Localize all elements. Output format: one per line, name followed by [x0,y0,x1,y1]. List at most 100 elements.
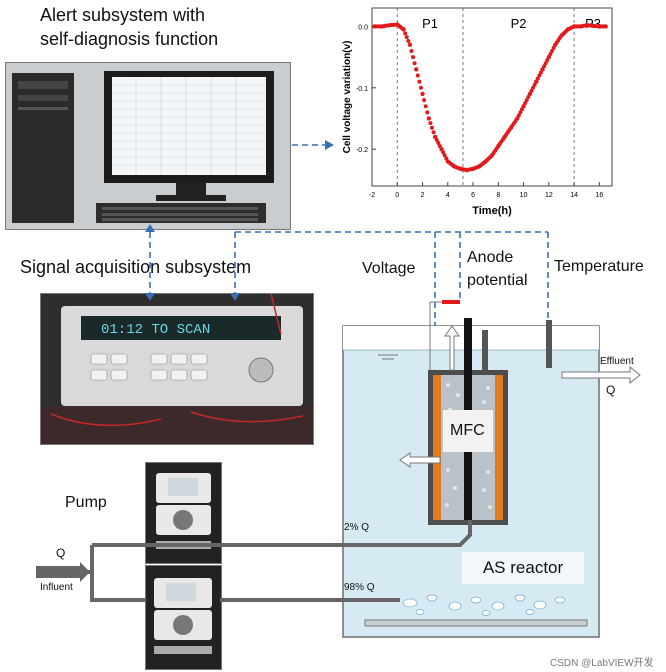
data-point-interp [434,137,439,142]
data-point [414,67,419,72]
data-point-interp [523,101,528,106]
mfc-label: MFC [450,422,485,439]
data-point-interp [411,55,416,60]
signal-acquisition-title: Signal acquisition subsystem [20,257,252,277]
arrow-into-logger-icon [230,293,240,301]
data-point-interp [542,64,547,69]
computer-photo [5,62,291,230]
as-reactor-label: AS reactor [482,558,564,577]
data-point [439,146,444,152]
phase-label: P1 [422,16,438,31]
data-point [540,67,545,72]
arrow-up-to-pc-icon [145,224,155,232]
data-point-interp [518,110,523,115]
x-tick-label: 6 [471,192,475,199]
aerator-bar [364,619,588,627]
data-point-interp [403,31,408,36]
effluent-arrow-icon [561,365,641,385]
effluent-q-label: Q [606,383,616,397]
anode-potential-probe [482,330,488,370]
computer-illustration [6,63,290,229]
y-tick-label: -0.2 [356,147,368,154]
data-point-interp [543,61,548,66]
two-percent-q-label: 2% Q [344,522,370,533]
influent-arrow-icon [36,562,90,582]
data-point-interp [535,76,540,81]
phase-label: P2 [511,16,527,31]
data-point-interp [430,125,434,130]
data-point-interp [422,98,427,103]
ninetyeight-percent-q-label: 98% Q [344,582,375,593]
pump-bottom-illustration [146,566,221,669]
data-point-interp [423,104,428,109]
data-point [534,79,539,84]
data-point [603,24,608,29]
data-point-interp [418,85,423,90]
x-tick-label: 0 [395,192,399,199]
data-point [546,54,552,60]
anode-label-line1: Anode [467,249,514,266]
pump-photo-bottom [145,565,222,670]
x-tick-label: 16 [595,192,603,199]
data-point-interp [529,88,534,93]
data-point-interp [409,48,414,53]
signal-connectors [149,144,549,370]
anode-label-line2: potential [467,272,528,289]
data-point-interp [415,73,420,78]
arrow-down-to-logger-icon [145,293,155,301]
data-point-interp [425,110,430,115]
alert-subsystem-title-line1: Alert subsystem with [40,5,206,25]
data-point-interp [436,141,441,146]
influent-q-label: Q [56,546,66,560]
voltage-label: Voltage [362,260,416,277]
data-point [407,42,413,48]
data-point [527,91,533,97]
influent-label: Influent [40,582,73,593]
data-point [521,104,526,109]
data-logger-illustration: 01:12 TO SCAN [41,294,313,444]
data-point-interp [531,85,536,90]
y-axis-label: Cell voltage variation(v) [342,41,353,154]
pump-label: Pump [65,494,107,511]
temperature-label: Temperature [554,258,644,275]
as-reactor-label-box: AS reactor [462,552,584,584]
arrow-to-chart-icon [325,140,334,150]
data-point-interp [412,61,417,66]
y-tick-label: -0.1 [356,86,368,93]
data-point-interp [516,113,521,118]
effluent-label: Effluent [600,356,634,367]
data-point [432,134,438,140]
data-point-interp [404,35,409,40]
alert-subsystem-title-line2: self-diagnosis function [40,29,219,49]
x-tick-label: 8 [496,192,500,199]
data-point [420,91,425,97]
meter-display-text: 01:12 TO SCAN [101,322,210,338]
x-tick-label: 4 [446,192,450,199]
data-point-interp [548,52,553,57]
data-point-interp [441,150,446,155]
x-tick-label: 2 [421,192,425,199]
data-point-interp [550,48,554,53]
x-axis-label: Time(h) [472,205,512,217]
x-tick-label: -2 [369,192,375,199]
y-tick-label: 0.0 [358,24,368,31]
data-logger-photo: 01:12 TO SCAN [40,293,314,445]
voltage-sensor-marker [442,300,460,304]
watermark: CSDN @LabVIEW开发 [550,658,654,669]
temperature-probe [546,320,552,368]
data-point-interp [406,38,411,43]
data-point-interp [442,153,447,158]
x-tick-label: 12 [545,192,553,199]
data-point-interp [524,98,529,103]
data-point [515,116,520,121]
data-point [426,116,432,121]
data-point-interp [537,73,542,78]
data-point-interp [431,130,436,135]
x-tick-label: 14 [570,192,578,199]
data-point-interp [417,79,422,84]
x-tick-label: 10 [520,192,528,199]
aeration-bubbles [402,594,566,616]
